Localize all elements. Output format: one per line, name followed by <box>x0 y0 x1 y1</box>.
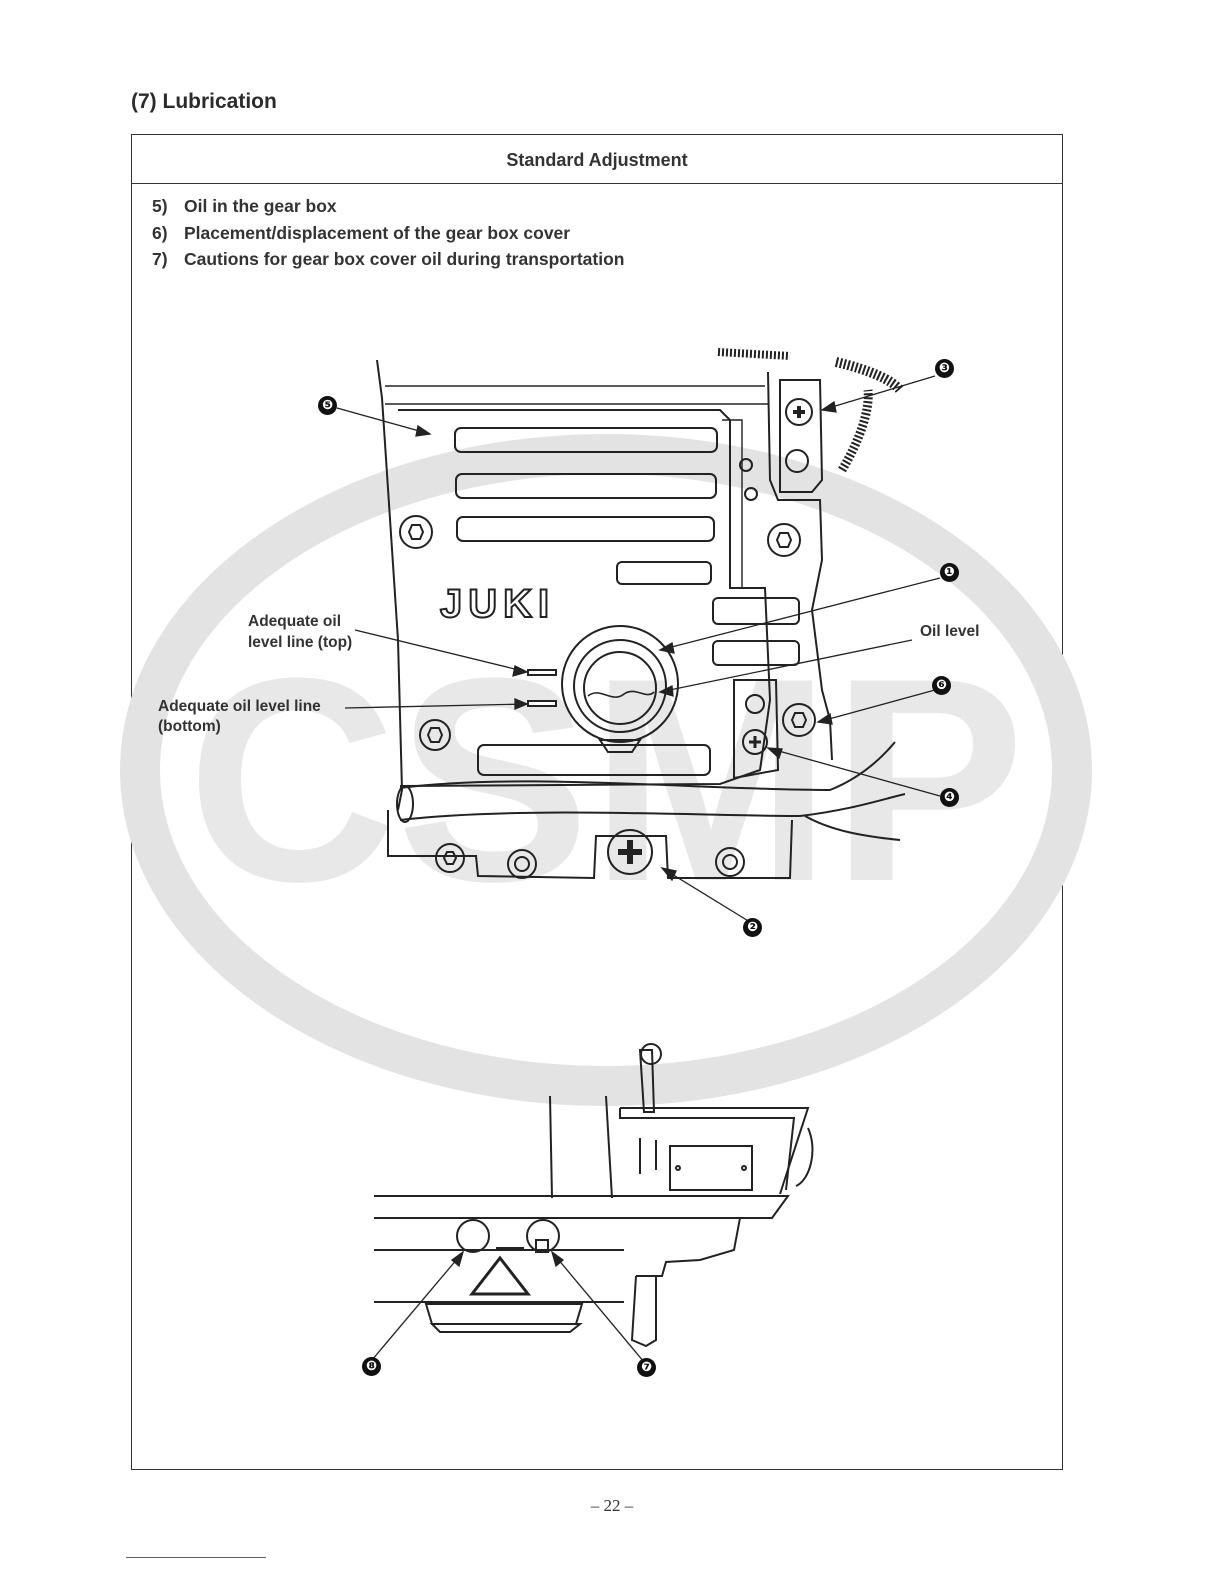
watermark-text: CSMP <box>187 618 1025 942</box>
label-adequate-top-line2: level line (top) <box>248 633 352 653</box>
footer-rule <box>126 1557 266 1558</box>
callout-6: ❻ <box>932 676 951 695</box>
callout-3: ❸ <box>935 359 954 378</box>
svg-text:JUKI: JUKI <box>440 582 555 626</box>
callout-8: ❽ <box>362 1357 381 1376</box>
callout-5: ❺ <box>318 396 337 415</box>
callout-7: ❼ <box>637 1358 656 1377</box>
callout-4: ❹ <box>940 788 959 807</box>
label-adequate-top-line1: Adequate oil <box>248 612 341 632</box>
page-number: – 22 – <box>0 1496 1224 1516</box>
callout-2: ❷ <box>743 918 762 937</box>
watermark-logo: CSMP <box>140 454 1072 1086</box>
label-oil-level: Oil level <box>920 622 979 642</box>
label-adequate-bottom-line2: (bottom) <box>158 717 221 737</box>
label-adequate-bottom-line1: Adequate oil level line <box>158 697 321 717</box>
callout-1: ❶ <box>940 563 959 582</box>
